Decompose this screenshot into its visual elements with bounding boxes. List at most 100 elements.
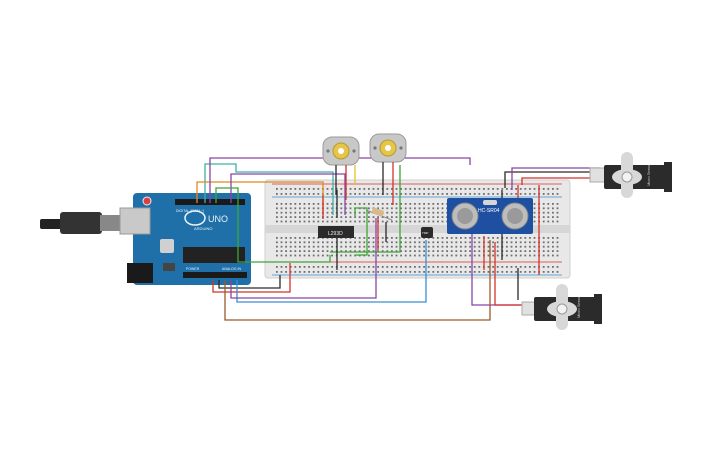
breadboard-hole <box>294 193 297 195</box>
breadboard-hole <box>478 245 481 248</box>
breadboard-hole <box>423 266 425 268</box>
breadboard-hole <box>381 241 384 244</box>
breadboard-hole <box>556 250 559 252</box>
wire-green[interactable] <box>215 187 331 263</box>
wire-teal[interactable] <box>204 163 334 215</box>
breadboard-hole <box>391 188 393 190</box>
ultrasonic-label: HC-SR04 <box>478 208 500 214</box>
wire-purple-top-servo[interactable] <box>511 167 600 190</box>
breadboard-hole <box>303 237 306 239</box>
breadboard-hole <box>487 193 490 195</box>
breadboard-hole <box>556 211 559 214</box>
motor-driver-ic[interactable]: L293D <box>318 226 354 238</box>
breadboard-hole <box>510 250 513 252</box>
breadboard-hole <box>414 245 416 248</box>
breadboard-hole <box>487 237 490 239</box>
breadboard-hole <box>409 188 412 190</box>
breadboard-hole <box>506 193 508 195</box>
breadboard-hole <box>289 203 292 205</box>
breadboard-hole <box>358 245 361 248</box>
breadboard-hole <box>533 211 536 214</box>
breadboard-hole <box>409 254 412 257</box>
breadboard-hole <box>432 266 435 268</box>
breadboard-hole <box>418 271 421 273</box>
breadboard-hole <box>446 245 448 248</box>
wire-green-2[interactable] <box>354 207 368 256</box>
servo-right[interactable]: Micro Servo <box>589 152 672 198</box>
breadboard-hole <box>345 241 347 244</box>
breadboard-hole <box>552 237 554 239</box>
breadboard-hole <box>326 188 329 190</box>
wire-red-servo-2[interactable] <box>494 242 522 306</box>
breadboard-hole <box>381 266 384 268</box>
breadboard-hole <box>492 241 494 244</box>
breadboard-hole <box>400 211 402 214</box>
breadboard-hole <box>423 220 425 223</box>
breadboard-hole <box>326 207 329 210</box>
breadboard-hole <box>547 193 550 195</box>
breadboard-hole <box>441 241 444 244</box>
breadboard-hole <box>285 254 287 257</box>
ultrasonic-sensor[interactable]: HC-SR04 <box>447 198 533 234</box>
breadboard-hole <box>391 193 393 195</box>
breadboard-hole <box>312 211 315 214</box>
breadboard-hole <box>312 203 315 205</box>
ic-label: L293D <box>328 231 343 237</box>
breadboard-hole <box>496 250 499 252</box>
breadboard-hole <box>299 266 301 268</box>
wire-red-power[interactable] <box>212 263 291 293</box>
breadboard-hole <box>529 193 531 195</box>
breadboard-hole <box>289 241 292 244</box>
breadboard-hole <box>289 250 292 252</box>
breadboard-hole <box>400 266 402 268</box>
breadboard-hole <box>326 271 329 273</box>
breadboard-hole <box>276 250 278 252</box>
arduino-uno[interactable]: UNO ARDUINO DIGITAL (PWM ~) POWER ANALOG… <box>119 193 251 285</box>
breadboard-hole <box>358 241 361 244</box>
breadboard-hole <box>542 203 545 205</box>
dc-motor-right[interactable] <box>369 133 407 163</box>
breadboard-hole <box>285 193 287 195</box>
wire-green-3[interactable] <box>330 165 401 253</box>
breadboard-hole <box>322 245 324 248</box>
breadboard-hole <box>524 266 527 268</box>
breadboard-hole <box>312 245 315 248</box>
wire-purple-bottom[interactable] <box>230 218 377 299</box>
breadboard-hole <box>326 254 329 257</box>
breadboard-hole <box>354 193 356 195</box>
breadboard-hole <box>368 254 370 257</box>
breadboard-hole <box>529 271 531 273</box>
breadboard-hole <box>308 211 310 214</box>
breadboard-hole <box>547 220 550 223</box>
wire-blue[interactable] <box>236 240 427 303</box>
breadboard-hole <box>391 271 393 273</box>
breadboard-hole <box>409 266 412 268</box>
wire-black-servo[interactable] <box>504 171 600 188</box>
breadboard-hole <box>469 250 471 252</box>
breadboard-hole <box>386 254 389 257</box>
breadboard-hole <box>340 216 343 218</box>
breadboard-hole <box>368 216 370 218</box>
small-sensor[interactable]: TMP <box>421 227 433 238</box>
resistor[interactable] <box>365 207 393 221</box>
breadboard-hole <box>542 254 545 257</box>
breadboard-hole <box>450 188 453 190</box>
wire-brown[interactable] <box>224 240 491 321</box>
breadboard-hole <box>308 237 310 239</box>
breadboard-hole <box>533 245 536 248</box>
breadboard-hole <box>358 203 361 205</box>
breadboard-hole <box>492 193 494 195</box>
dc-motor-left[interactable] <box>322 136 360 166</box>
breadboard-hole <box>294 241 297 244</box>
breadboard-hole <box>317 271 320 273</box>
breadboard-hole <box>317 241 320 244</box>
breadboard-hole <box>368 250 370 252</box>
breadboard-hole <box>400 254 402 257</box>
servo-bottom[interactable]: Micro Servo <box>521 284 602 330</box>
breadboard-hole <box>345 245 347 248</box>
breadboard-hole <box>395 203 398 205</box>
wire-black-power[interactable] <box>218 275 281 289</box>
breadboard-hole <box>345 266 347 268</box>
wire-red-servo[interactable] <box>521 177 600 185</box>
